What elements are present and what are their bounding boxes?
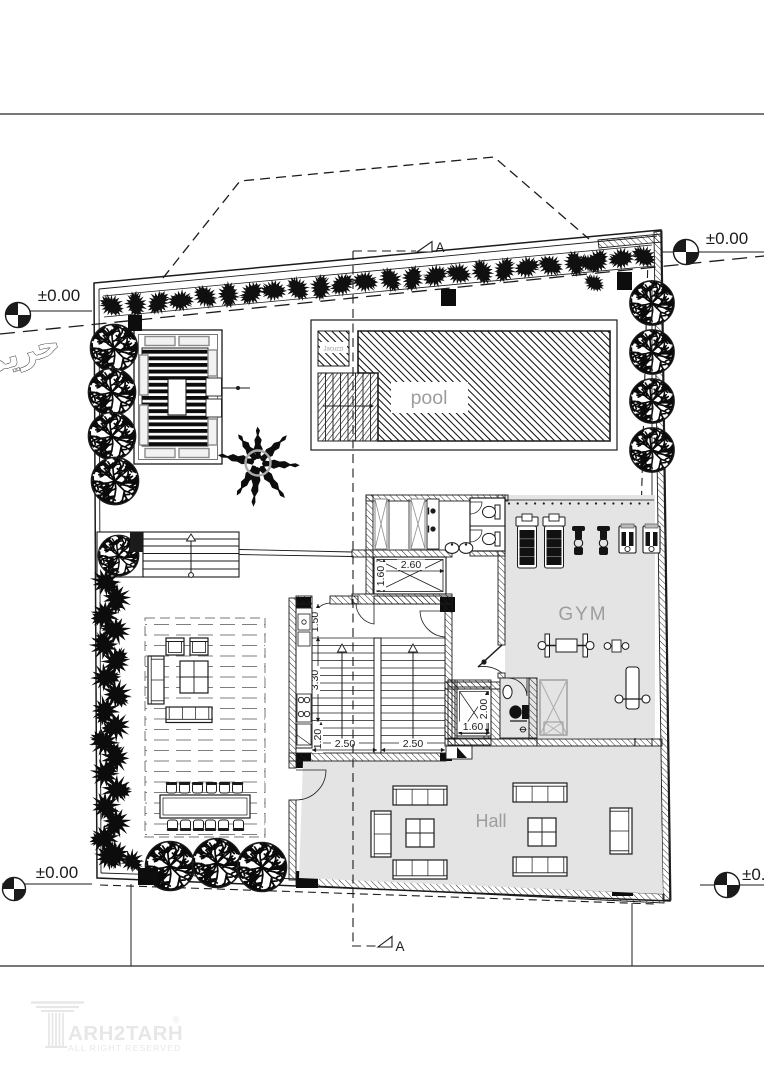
wet-area bbox=[374, 497, 506, 554]
pergola bbox=[133, 329, 250, 465]
outdoor-stairs bbox=[96, 531, 353, 578]
label-rooms-hall: Hall bbox=[475, 811, 506, 831]
label-dimensions-5: 2.50 bbox=[335, 738, 356, 750]
label-elevation_markers-1-label: ±0.00 bbox=[706, 229, 748, 248]
benchmark-left: ±0.00 bbox=[4, 285, 92, 329]
street-dashed-line bbox=[0, 255, 764, 335]
dining-set bbox=[159, 781, 251, 832]
section-line-a: AA bbox=[352, 240, 445, 954]
benchmark-top-right: ±0.00 bbox=[662, 228, 764, 266]
label-dimensions-1: 1.60 bbox=[375, 566, 387, 587]
label-section-bottom_label: A bbox=[395, 939, 404, 954]
label-elevation_markers-2-label: ±0.00 bbox=[36, 863, 78, 882]
label-dimensions-4: 1.20 bbox=[312, 729, 324, 750]
gym-label: GYM bbox=[558, 604, 607, 625]
gym-equipment bbox=[505, 499, 661, 710]
hall-label: Hall bbox=[475, 811, 506, 831]
setback-dashed-south bbox=[99, 884, 656, 905]
label-logo-registered: ® bbox=[173, 1015, 180, 1025]
label-rooms-pool: pool bbox=[411, 387, 448, 409]
palm-tree bbox=[217, 426, 300, 507]
elevator-1: 2.60 1.60 bbox=[373, 556, 447, 595]
landing-door-east bbox=[419, 610, 446, 638]
logo-tarh2tarh: ARH2TARH® ALL RIGHT RESERVED bbox=[31, 1001, 183, 1053]
pool: Jacuzzi pool bbox=[310, 319, 618, 451]
label-section-top_label: A bbox=[435, 240, 444, 255]
benchmark-bottom-right: ±0.00 bbox=[700, 865, 764, 899]
hall-sofas bbox=[370, 782, 633, 880]
label-rooms-jacuzzi: Jacuzzi bbox=[323, 347, 343, 353]
boundary-wall-north-east bbox=[597, 233, 663, 249]
benchmark-bottom-left: ±0.00 bbox=[1, 862, 92, 902]
label-dimensions-0: 2.60 bbox=[401, 559, 422, 571]
label-dimensions-8: 2.00 bbox=[478, 699, 490, 720]
hall-threshold bbox=[445, 745, 473, 760]
wc-room bbox=[499, 677, 538, 739]
kitchen bbox=[295, 607, 313, 749]
hall-door bbox=[295, 769, 327, 801]
landing-door-mid bbox=[355, 602, 375, 625]
squat-rack bbox=[539, 679, 568, 736]
label-elevation_markers-3-label: ±0.00 bbox=[742, 865, 764, 884]
label-rooms-gym: GYM bbox=[558, 604, 607, 625]
label-dimensions-7: 1.60 bbox=[463, 721, 484, 733]
elevator-2: 1.602.00 bbox=[444, 681, 501, 740]
label-logo-brand_text: ARH2TARH bbox=[68, 1022, 183, 1045]
parcel-dashed-line bbox=[162, 156, 590, 279]
label-elevation_markers-0-label: ±0.00 bbox=[38, 286, 80, 305]
label-logo-tagline: ALL RIGHT RESERVED bbox=[68, 1043, 181, 1053]
hedge-row bbox=[99, 241, 657, 321]
gym-door bbox=[477, 644, 503, 674]
label-dimensions-6: 2.50 bbox=[403, 738, 424, 750]
